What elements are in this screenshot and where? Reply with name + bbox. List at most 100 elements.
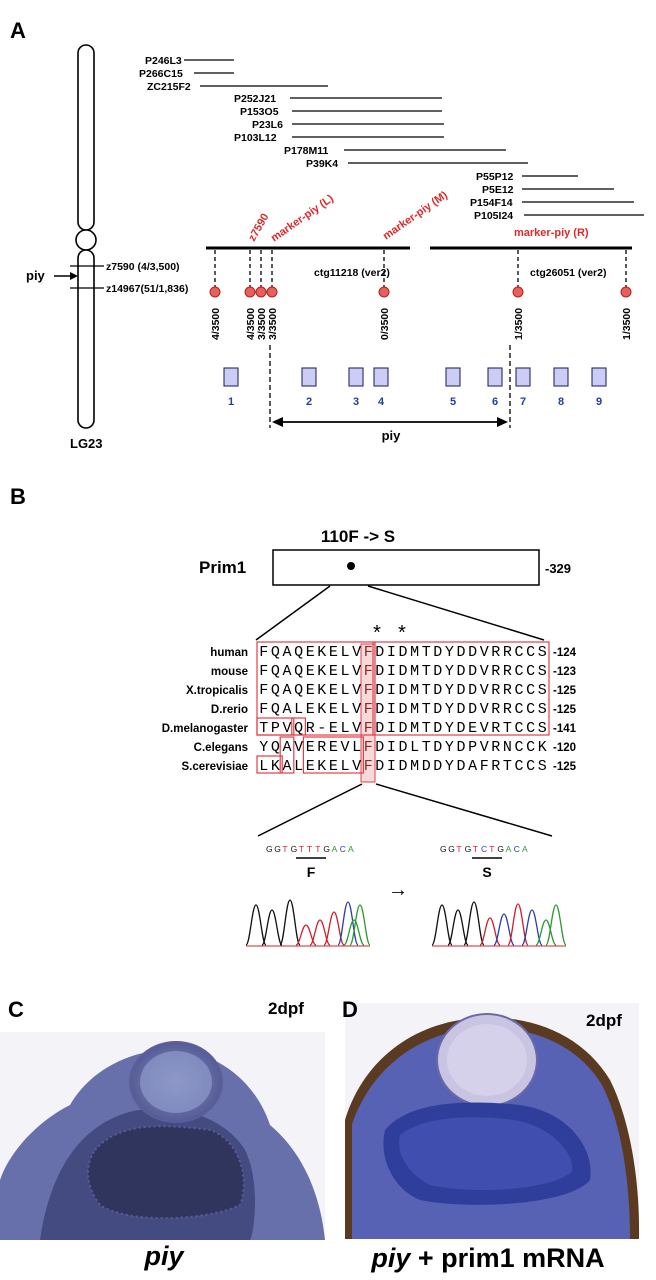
species-label: C.elegans <box>194 742 248 754</box>
bac-clone-label: P105I24 <box>474 210 513 222</box>
residue: T <box>422 739 431 756</box>
residue: T <box>422 663 431 680</box>
bac-clone-label: P153O5 <box>240 106 279 118</box>
residue: R <box>491 682 500 699</box>
residue: E <box>306 739 315 756</box>
panel-c-letter: C <box>8 997 24 1022</box>
residue: F <box>364 644 373 661</box>
residue: E <box>329 682 338 699</box>
residue: C <box>514 663 523 680</box>
residue: E <box>306 758 315 775</box>
residue: A <box>468 758 477 775</box>
gene-number: 9 <box>596 396 602 408</box>
residue: F <box>364 682 373 699</box>
residue: E <box>329 739 338 756</box>
nucleotide: A <box>522 844 528 854</box>
residue: V <box>352 701 361 718</box>
gene-number: 7 <box>520 396 526 408</box>
map-marker-piy-m: marker-piy (M) <box>381 189 450 242</box>
gene-number: 4 <box>378 396 385 408</box>
mutant-chromatogram <box>431 901 567 947</box>
residue: K <box>317 701 326 718</box>
recombinant-counts: 4/3500 4/3500 3/3500 3/3500 0/3500 1/350… <box>210 308 633 340</box>
nucleotide: C <box>514 844 520 854</box>
residue: V <box>352 682 361 699</box>
residue: D <box>398 644 407 661</box>
residue: M <box>410 720 419 737</box>
residue: A <box>282 758 291 775</box>
nucleotide: T <box>315 844 320 854</box>
residue: D <box>456 758 465 775</box>
recombinant-count: 0/3500 <box>379 308 391 340</box>
panel-d-stage: 2dpf <box>586 1011 622 1030</box>
nucleotide: G <box>266 844 273 854</box>
residue: C <box>514 644 523 661</box>
residue: K <box>271 758 280 775</box>
residue: C <box>514 682 523 699</box>
residue: C <box>526 758 535 775</box>
recombinant-count: 3/3500 <box>267 308 279 340</box>
bac-clone-label: P103L12 <box>234 132 277 144</box>
residue: F <box>364 663 373 680</box>
panel-d-caption-rest: + prim1 mRNA <box>410 1243 604 1273</box>
species-label: D.rerio <box>211 704 248 716</box>
panel-d-caption-italic: piy <box>370 1243 412 1273</box>
mutation-label: 110F -> S <box>321 527 395 546</box>
residue: Y <box>445 644 454 661</box>
panel-c-caption: piy <box>143 1241 185 1271</box>
residue: T <box>503 720 512 737</box>
residue: L <box>259 758 268 775</box>
residue: K <box>538 739 547 756</box>
panel-a-letter: A <box>10 18 26 43</box>
residue: D <box>468 682 477 699</box>
residue: R <box>503 644 512 661</box>
residue-position: -120 <box>553 742 576 754</box>
recombinant-count: 3/3500 <box>256 308 268 340</box>
alignment-box <box>256 641 376 736</box>
residue: S <box>538 701 547 718</box>
residue: T <box>422 682 431 699</box>
residue: D <box>468 663 477 680</box>
nucleotide: G <box>274 844 281 854</box>
residue: V <box>352 663 361 680</box>
protein-schematic <box>272 549 540 586</box>
residue: D <box>375 644 384 661</box>
gene-number: 2 <box>306 396 312 408</box>
residue: A <box>282 644 291 661</box>
bac-clone-label: P266C15 <box>139 68 183 80</box>
bac-clone-label: ZC215F2 <box>147 81 191 93</box>
protein-name: Prim1 <box>199 558 246 577</box>
residue: I <box>387 701 396 718</box>
residue: S <box>538 644 547 661</box>
residue: M <box>410 663 419 680</box>
residue: D <box>468 644 477 661</box>
residue: D <box>375 663 384 680</box>
residue: V <box>352 644 361 661</box>
mutation-site-dot <box>347 562 355 570</box>
residue: F <box>364 739 373 756</box>
residue: D <box>375 758 384 775</box>
residue: M <box>410 644 419 661</box>
residue: C <box>526 701 535 718</box>
residue: Y <box>259 739 268 756</box>
panel-d-caption: piy + prim1 mRNA <box>370 1243 604 1273</box>
interval-label: piy <box>382 428 402 443</box>
residue: D <box>433 663 442 680</box>
mutant-aa: S <box>482 864 491 880</box>
residue: L <box>410 739 419 756</box>
alignment-box <box>279 736 295 774</box>
conserved-star: * <box>371 624 383 647</box>
protein-length: -329 <box>545 561 571 576</box>
residue: R <box>503 701 512 718</box>
wildtype-aa: F <box>307 864 316 880</box>
bac-clone-label: P55P12 <box>476 171 514 183</box>
residue: D <box>398 682 407 699</box>
bac-clone-label: P154F14 <box>470 197 513 209</box>
residue: E <box>306 663 315 680</box>
species-label: mouse <box>211 666 248 678</box>
gene-number: 1 <box>228 396 234 408</box>
residue: Y <box>445 720 454 737</box>
locus-arrow <box>54 272 78 280</box>
